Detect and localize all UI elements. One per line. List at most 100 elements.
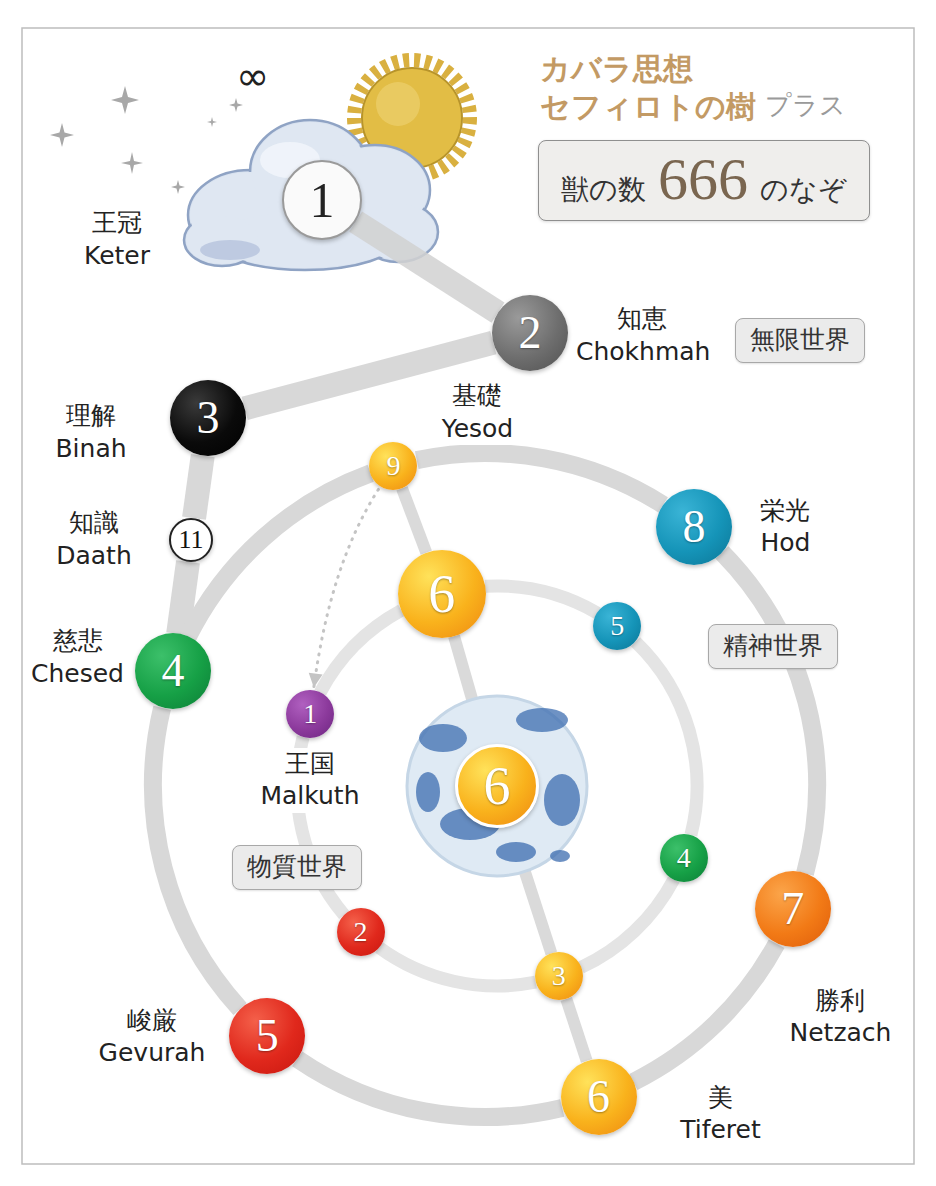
sephirah-name: Hod — [748, 527, 823, 560]
sephirah-name-group: 知識Daath — [39, 507, 149, 572]
connector — [633, 944, 776, 1082]
label: プラス — [765, 90, 846, 121]
sephirah-circle: 4慈悲Chesed — [135, 633, 211, 709]
sephirah-name: Daath — [39, 540, 149, 573]
sephirah-number: 5 — [610, 612, 624, 640]
sun — [376, 82, 420, 126]
earth — [407, 696, 587, 876]
sephirah-number: 1 — [303, 700, 317, 728]
connector — [188, 473, 371, 636]
sephirah-name: 知恵 — [576, 303, 708, 336]
sephirah-number: 9 — [386, 452, 400, 480]
sephirah-circle: 9基礎Yesod — [369, 442, 417, 490]
connector — [402, 488, 426, 552]
ring-band — [379, 948, 535, 986]
ring-band — [153, 708, 240, 1009]
sephirah-number: 1 — [310, 175, 335, 225]
sephirah-circle: 1王冠Keter — [282, 160, 362, 240]
sephirah-name: Malkuth — [255, 780, 365, 813]
sephirah-circle: 5 — [593, 602, 641, 650]
stars — [50, 86, 243, 194]
ring-band — [581, 880, 674, 968]
sephirah-circle: 2 — [337, 908, 385, 956]
frame — [22, 28, 914, 1164]
sephirah-circle: 2知恵Chokhmah — [492, 295, 568, 371]
earth — [544, 774, 580, 826]
sephirah-circle: 6美Tiferet — [561, 1059, 637, 1135]
connector — [722, 553, 817, 874]
sephirah-name: Binah — [41, 433, 141, 466]
connector — [194, 456, 203, 519]
ring-band — [297, 1059, 562, 1117]
box-text: 獣の数 — [561, 174, 646, 206]
title: カバラ思想 セフィロトの樹 — [540, 50, 772, 126]
sephirah-number: 6 — [428, 567, 455, 621]
sephirah-name: 勝利 — [778, 985, 903, 1018]
ring-band — [320, 610, 401, 692]
sephirah-number: 6 — [587, 1074, 610, 1120]
earth — [550, 850, 570, 862]
cloud — [200, 240, 260, 260]
stars — [50, 123, 74, 147]
world-name: 無限世界 — [750, 324, 850, 357]
earth — [516, 708, 568, 732]
ring-band — [485, 586, 597, 613]
ring-band — [417, 453, 663, 505]
sephirah-name: 理解 — [41, 400, 141, 433]
world-name: 物質世界 — [247, 851, 347, 884]
connector — [320, 610, 401, 692]
sephirah-name: Tiferet — [668, 1114, 773, 1147]
earth — [416, 772, 440, 812]
box-text: のなぞ — [760, 174, 847, 206]
sephirah-name-group: 勝利Netzach — [778, 985, 903, 1050]
connector — [356, 222, 498, 313]
sephirah-circle: 5峻厳Gevurah — [229, 998, 305, 1074]
ring-band — [722, 553, 817, 874]
sephirah-name: 美 — [668, 1082, 773, 1115]
sephirah-number: 3 — [552, 962, 566, 990]
sephirah-circle: 6 — [455, 744, 539, 828]
sephirah-name: Gevurah — [92, 1037, 212, 1070]
sephirah-name: 栄光 — [748, 495, 823, 528]
sephirah-number: 2 — [519, 310, 542, 356]
world-box: 精神世界 — [708, 624, 838, 669]
stars — [111, 86, 139, 114]
sephirah-circle: 3 — [535, 952, 583, 1000]
sephirah-number: 8 — [682, 504, 705, 550]
sephirah-name: 王冠 — [72, 207, 162, 240]
sephirah-name-group: 栄光Hod — [748, 495, 823, 560]
stars — [207, 117, 217, 127]
stars — [121, 152, 143, 174]
sephirah-circle: 1王国Malkuth — [286, 690, 334, 738]
sephirah-name: Yesod — [430, 413, 525, 446]
world-name: 精神世界 — [723, 630, 823, 663]
connector — [297, 1059, 562, 1117]
sephirah-name: 峻厳 — [92, 1005, 212, 1038]
stars — [229, 98, 243, 112]
sephirah-name: 王国 — [255, 748, 365, 781]
sephirah-name-group: 峻厳Gevurah — [92, 1005, 212, 1070]
sephirah-name: Keter — [72, 240, 162, 273]
world-box: 物質世界 — [232, 845, 362, 890]
sephirah-name: Chokhmah — [576, 336, 708, 369]
connector — [636, 642, 697, 835]
earth — [419, 724, 467, 752]
earth — [496, 842, 536, 862]
connector — [379, 948, 535, 986]
ring-band — [633, 944, 776, 1082]
path-band — [402, 488, 426, 552]
path-band — [566, 999, 586, 1061]
sephirah-name-group: 王冠Keter — [72, 207, 162, 272]
sephirah-circle: 4 — [660, 834, 708, 882]
number-666: 666 — [658, 145, 748, 214]
sephirah-number: 7 — [781, 886, 804, 932]
sephirah-number: 4 — [677, 844, 691, 872]
world-box: 無限世界 — [735, 318, 865, 363]
sephirah-name: Netzach — [778, 1017, 903, 1050]
connector — [153, 708, 240, 1009]
sephirah-name: 知識 — [39, 507, 149, 540]
sephirah-name-group: 王国Malkuth — [255, 748, 365, 813]
sephirah-name-group: 理解Binah — [41, 400, 141, 465]
earth — [416, 708, 580, 862]
